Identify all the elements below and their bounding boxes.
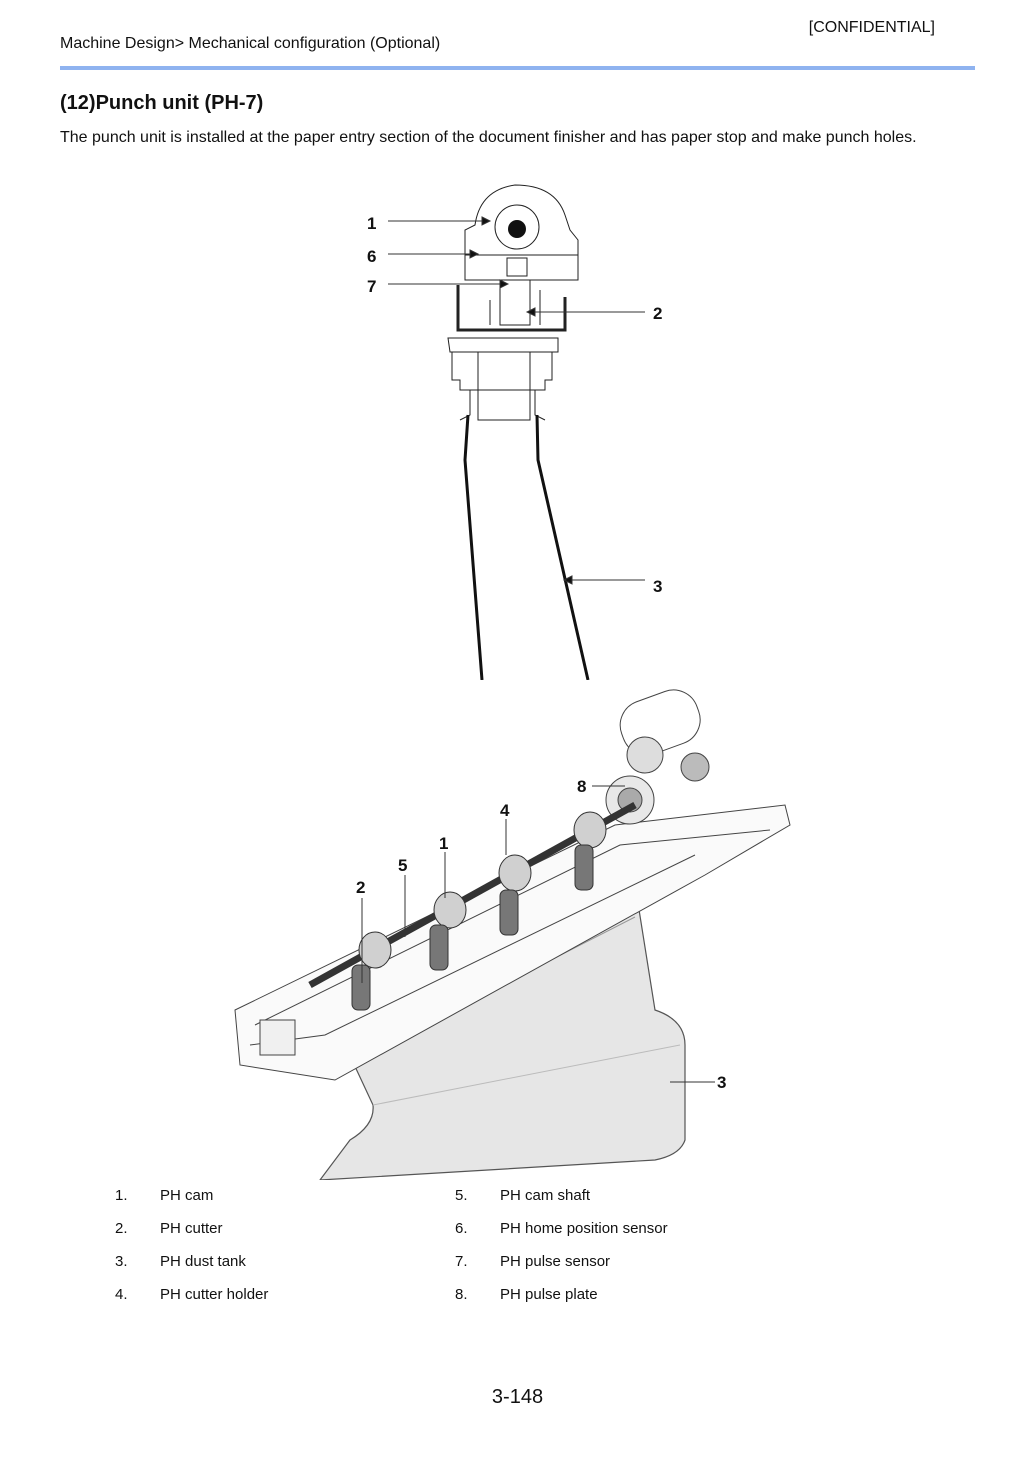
callout-5: 5	[398, 856, 407, 875]
legend-label: PH cutter	[160, 1220, 223, 1237]
legend-label: PH home position sensor	[500, 1220, 668, 1237]
punch-unit-side-view-figure: 1 6 7 2 3	[367, 184, 662, 680]
legend-number: 7.	[455, 1253, 468, 1270]
legend-label: PH cam	[160, 1187, 214, 1204]
legend-number: 3.	[115, 1253, 128, 1270]
callout-3: 3	[717, 1073, 726, 1092]
ph-dust-tank-shape	[319, 896, 686, 1180]
callout-3: 3	[653, 577, 662, 596]
callout-2: 2	[356, 878, 365, 897]
legend-number: 1.	[115, 1187, 128, 1204]
callout-1: 1	[439, 834, 448, 853]
legend-number: 2.	[115, 1220, 128, 1237]
callout-2: 2	[653, 304, 662, 323]
legend-number: 5.	[455, 1187, 468, 1204]
punch-unit-isometric-figure: 8 4 1 5 2 3	[234, 689, 791, 1180]
breadcrumb: Machine Design> Mechanical configuration…	[60, 35, 441, 52]
legend-label: PH cutter holder	[160, 1286, 269, 1303]
intro-paragraph: The punch unit is installed at the paper…	[60, 129, 917, 146]
callout-6: 6	[367, 247, 376, 266]
legend-label: PH dust tank	[160, 1253, 246, 1270]
legend-number: 8.	[455, 1286, 468, 1303]
header-divider	[60, 66, 975, 70]
callout-4: 4	[500, 801, 510, 820]
page-number: 3-148	[491, 1386, 544, 1408]
callout-8: 8	[577, 777, 586, 796]
legend-label: PH pulse plate	[500, 1286, 598, 1303]
section-title: (12)Punch unit (PH-7)	[60, 92, 264, 114]
callout-1: 1	[367, 214, 376, 233]
callout-7: 7	[367, 277, 376, 296]
confidential-label: [CONFIDENTIAL]	[808, 19, 935, 36]
ph-cam-shaft-hole	[508, 220, 526, 238]
legend-number: 4.	[115, 1286, 128, 1303]
legend-label: PH pulse sensor	[500, 1253, 611, 1270]
legend-label: PH cam shaft	[500, 1187, 591, 1204]
legend-number: 6.	[455, 1220, 468, 1237]
